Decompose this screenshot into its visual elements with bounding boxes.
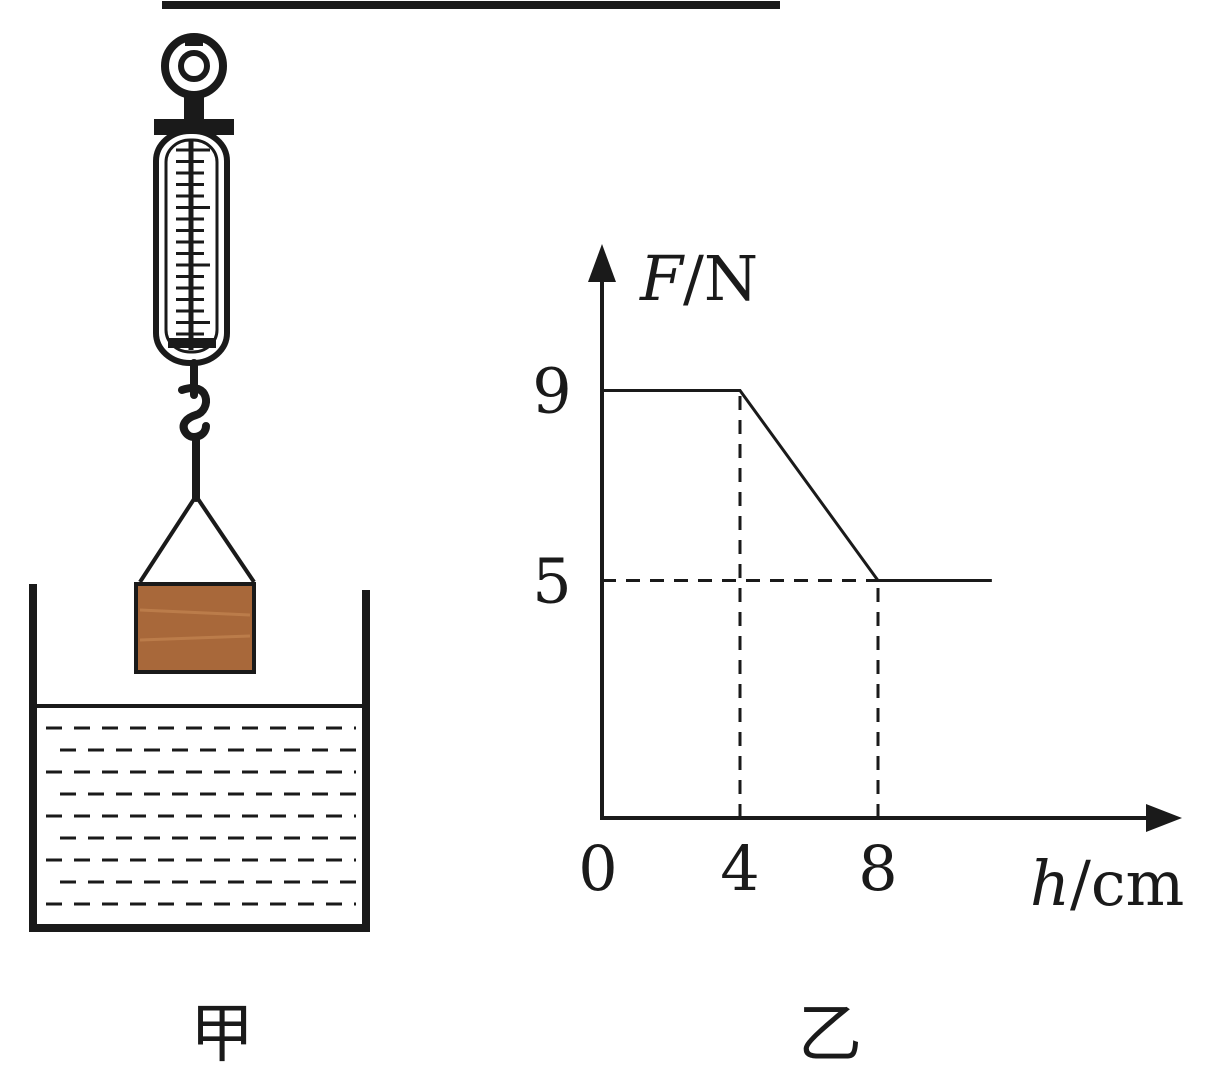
y-axis-label-var: F [639,242,685,315]
origin-label: 0 [578,832,617,905]
y-axis-label-unit: /N [683,242,758,315]
water-icon [46,726,356,906]
x-axis-label-var: h [1030,847,1070,920]
spring-scale-icon [153,119,234,366]
x-axis-label: h/cm [1030,847,1184,920]
y-axis-arrow [588,244,616,282]
x-tick-label-8: 8 [858,832,897,905]
force-depth-graph: 0 4 8 9 5 F/N h/cm 乙 [532,242,1184,1069]
hook-icon [178,359,210,502]
string-icon [138,494,256,584]
x-axis-label-unit: /cm [1070,847,1184,920]
x-axis-arrow [1146,804,1182,832]
y-tick-label-9: 9 [532,355,571,428]
x-tick-label-4: 4 [720,832,759,905]
force-curve [602,389,992,582]
apparatus-diagram: 甲 [29,1,780,1069]
caption-left: 甲 [190,998,254,1069]
wooden-block-icon [134,582,256,674]
scale-ring-icon [161,33,227,122]
y-axis-label: F/N [639,242,758,315]
y-tick-label-5: 5 [532,545,571,618]
beaker-icon [29,584,370,932]
caption-right: 乙 [798,998,862,1069]
